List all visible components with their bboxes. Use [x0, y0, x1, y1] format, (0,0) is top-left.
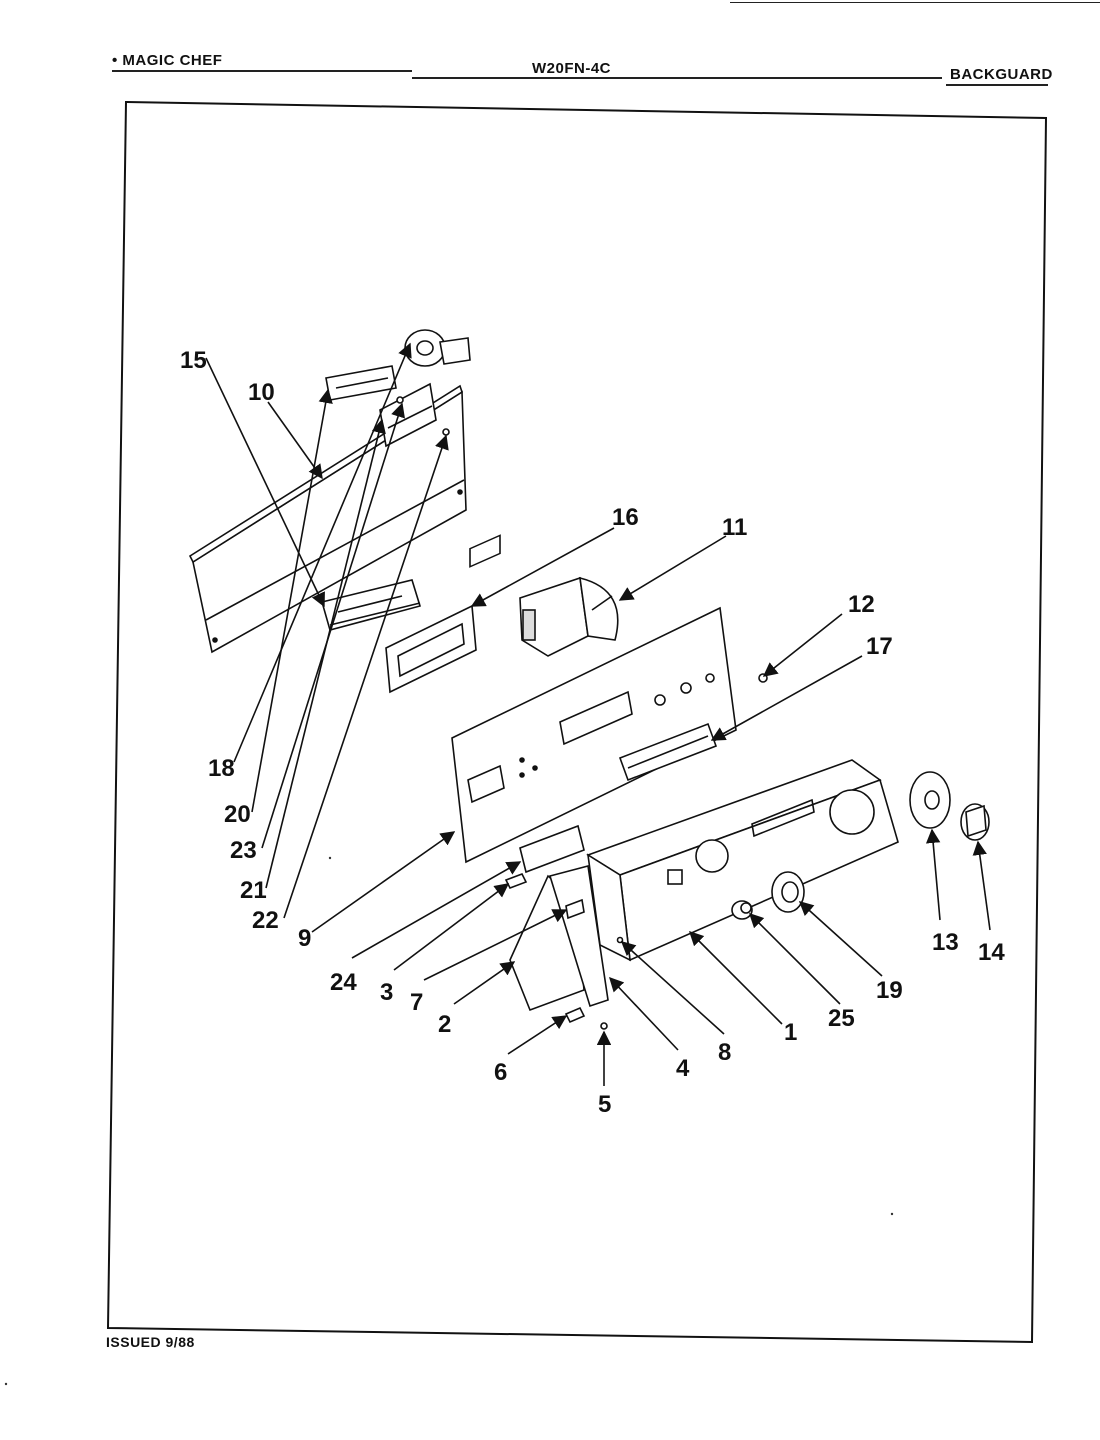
callout-3: 3: [380, 979, 393, 1006]
part-6-clip: [564, 1006, 586, 1024]
leader-13: [925, 828, 941, 921]
callout-2: 2: [438, 1011, 451, 1038]
callout-13: 13: [932, 929, 959, 956]
leader-2: [453, 961, 516, 1005]
leader-22: [283, 434, 449, 919]
callout-15: 15: [180, 347, 207, 374]
callout-22: 22: [252, 907, 279, 934]
part-19-knob: [771, 871, 805, 913]
callout-10: 10: [248, 379, 275, 406]
leader-18: [233, 342, 412, 763]
part-24-display: [519, 824, 585, 874]
callout-6: 6: [494, 1059, 507, 1086]
leader-10: [267, 401, 323, 480]
part-22-screw: [442, 428, 450, 436]
callout-7: 7: [410, 989, 423, 1016]
leader-23: [261, 402, 405, 849]
leader-12: [762, 613, 843, 677]
leader-6: [507, 1015, 568, 1055]
part-8-screw: [616, 936, 624, 944]
speck-mark: [890, 1212, 894, 1216]
leader-4: [609, 976, 679, 1051]
callout-23: 23: [230, 837, 257, 864]
part-20-switch: [325, 365, 397, 401]
leader-19: [798, 901, 883, 977]
speck-mark: [328, 856, 332, 860]
section-title: BACKGUARD: [950, 66, 1053, 83]
callout-17: 17: [866, 633, 893, 660]
callout-12: 12: [848, 591, 875, 618]
part-17-window: [618, 722, 718, 782]
callout-21: 21: [240, 877, 267, 904]
callout-9: 9: [298, 925, 311, 952]
part-9-control-panel: [451, 534, 737, 864]
callout-16: 16: [612, 504, 639, 531]
callout-1: 1: [784, 1019, 797, 1046]
leader-11: [618, 535, 727, 601]
part-14-knob: [960, 803, 990, 841]
callout-8: 8: [718, 1039, 731, 1066]
speck-mark: [4, 1382, 8, 1386]
callout-19: 19: [876, 977, 903, 1004]
part-4-strip: [548, 864, 609, 1008]
callout-4: 4: [676, 1055, 690, 1082]
part-16-bracket: [385, 604, 477, 694]
part-23-screw: [396, 396, 404, 404]
diagram-frame: [106, 100, 1048, 1344]
callout-24: 24: [330, 969, 357, 996]
leader-16: [470, 527, 615, 607]
leader-25: [748, 912, 841, 1005]
leader-7: [423, 909, 568, 981]
callout-20: 20: [224, 801, 251, 828]
part-3-clip: [504, 872, 528, 890]
header-rule-right: [946, 84, 1048, 86]
leader-21: [265, 418, 386, 889]
header-rule-left: [112, 70, 412, 72]
leader-14: [972, 840, 991, 931]
part-11-timer: [519, 576, 619, 657]
part-13-dial: [909, 771, 951, 829]
part-5-screw: [600, 1022, 608, 1030]
leader-3: [393, 883, 510, 971]
callout-5: 5: [598, 1091, 611, 1118]
leader-9: [311, 831, 456, 933]
leader-15: [205, 357, 325, 608]
leader-20: [251, 388, 333, 813]
part-7-clip: [565, 898, 585, 920]
issued-date: ISSUED 9/88: [106, 1334, 195, 1350]
callout-25: 25: [828, 1005, 855, 1032]
leader-8: [620, 941, 725, 1035]
brand-label: MAGIC CHEF: [122, 52, 223, 69]
brand-title: • MAGIC CHEF: [112, 52, 222, 69]
callout-18: 18: [208, 755, 235, 782]
callout-11: 11: [722, 514, 747, 541]
model-number: W20FN-4C: [532, 60, 612, 77]
header-rule-center: [412, 77, 942, 79]
bullet-mark: •: [112, 52, 123, 69]
leader-17: [710, 655, 863, 741]
callout-14: 14: [978, 939, 1005, 966]
part-25-knob: [731, 900, 753, 920]
part-1-console: [586, 759, 899, 962]
part-18-switch: [404, 329, 471, 367]
top-edge-rule: [730, 2, 1100, 3]
leader-1: [688, 930, 783, 1025]
leader-24: [351, 861, 522, 959]
